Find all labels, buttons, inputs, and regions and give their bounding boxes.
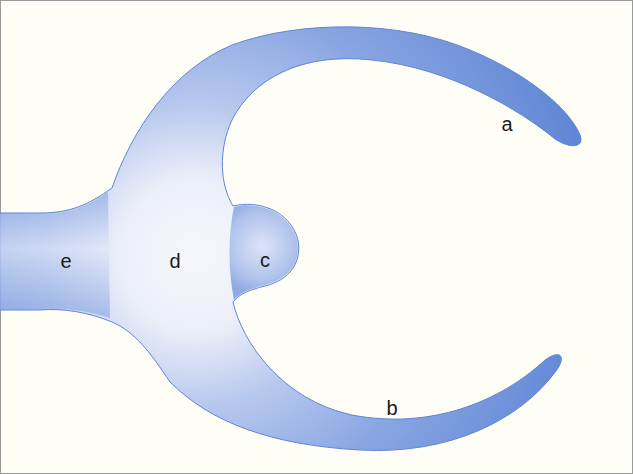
bump-shading: [230, 205, 298, 300]
part-label: d: [169, 251, 180, 271]
part-label: e: [60, 251, 71, 271]
part-label: b: [386, 398, 397, 418]
stem-shading: [0, 192, 110, 318]
bone-outline: [0, 27, 581, 451]
part-label: c: [260, 250, 270, 270]
part-label: a: [501, 114, 512, 134]
